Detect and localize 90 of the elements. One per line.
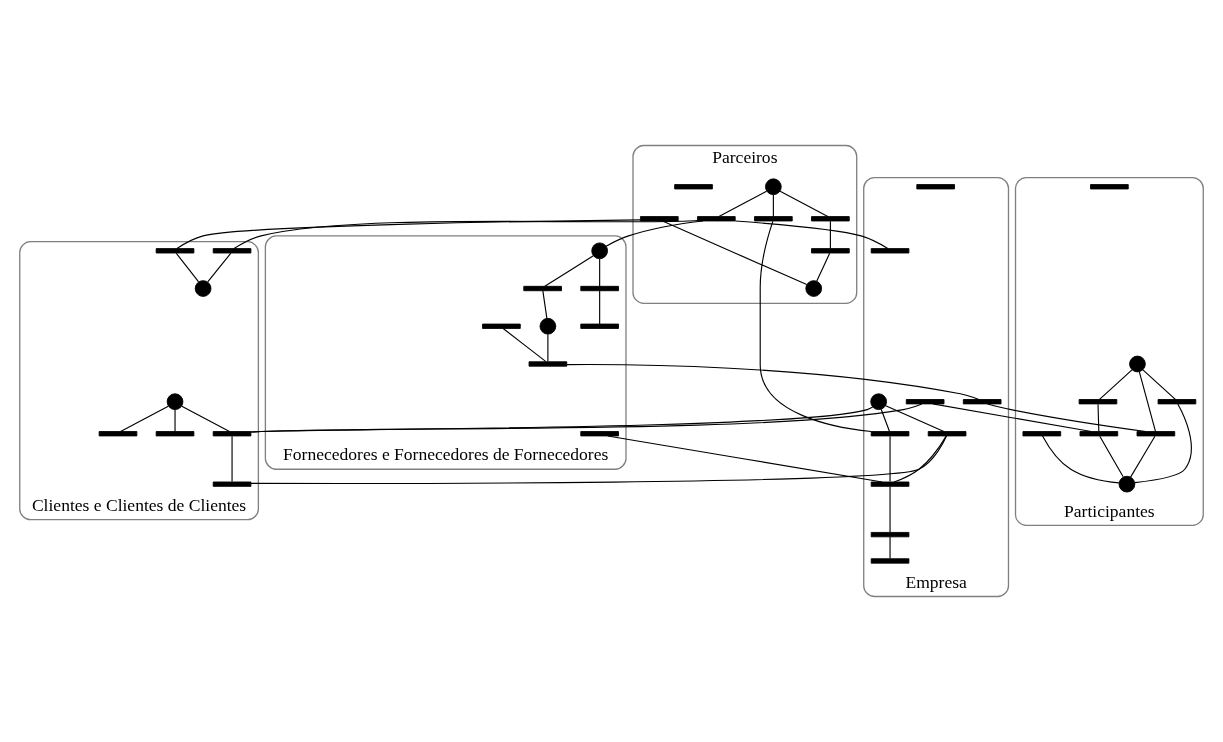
connector	[880, 408, 891, 432]
connector	[547, 333, 549, 363]
cluster: Participantes	[1014, 176, 1204, 527]
connector	[1142, 369, 1176, 400]
connector	[599, 290, 601, 325]
connector	[1138, 371, 1157, 432]
node-bar	[1022, 431, 1062, 437]
node-bar	[523, 285, 562, 292]
node-circle	[166, 393, 184, 411]
node-circle	[870, 393, 887, 411]
node-bar	[580, 323, 619, 329]
connector	[605, 220, 704, 247]
connector	[250, 403, 923, 433]
node-circle	[1129, 355, 1146, 373]
connector	[120, 405, 169, 433]
node-bar	[155, 248, 195, 254]
connector	[1134, 403, 1192, 484]
connector	[1041, 435, 1120, 484]
node-bar	[1136, 431, 1176, 437]
node-bar	[811, 248, 850, 254]
connector	[772, 194, 774, 218]
node-circle	[591, 242, 608, 260]
connector	[181, 405, 231, 433]
cluster: Empresa	[863, 176, 1010, 598]
connector	[829, 220, 831, 249]
node-bar	[870, 248, 910, 254]
connector	[734, 220, 889, 250]
node-bar	[870, 532, 910, 538]
connector	[174, 409, 176, 433]
connector	[566, 363, 980, 401]
node-bar	[1079, 431, 1119, 437]
connector	[779, 190, 829, 218]
cluster: Clientes e Clientes de Clientes	[19, 240, 260, 521]
node-bar	[811, 216, 850, 222]
node-bar	[927, 431, 967, 437]
connector	[233, 220, 698, 250]
node-circle	[194, 280, 212, 297]
node-bar	[697, 216, 736, 222]
connector	[607, 435, 883, 483]
node-bar	[1078, 399, 1118, 405]
node-bar	[1090, 184, 1129, 190]
connector	[599, 258, 601, 287]
node-bar	[580, 431, 619, 437]
connector	[885, 405, 945, 432]
node-bar	[98, 431, 138, 437]
node-bar	[212, 431, 252, 437]
node-circle	[1118, 475, 1136, 493]
node-bar	[905, 399, 945, 405]
node-bar	[580, 285, 619, 292]
connector	[889, 536, 891, 560]
connector	[1099, 435, 1124, 478]
connector	[1130, 435, 1156, 478]
connector	[542, 290, 548, 319]
connector	[502, 328, 547, 363]
node-bar	[754, 216, 793, 222]
node-bar	[916, 184, 955, 190]
connector	[932, 403, 1092, 433]
connector	[893, 435, 947, 483]
node-bar	[212, 481, 252, 487]
cluster: Parceiros	[632, 144, 858, 305]
node-bar	[870, 481, 910, 487]
node-circle	[539, 317, 557, 335]
node-bar	[870, 558, 910, 564]
node-bar	[155, 431, 195, 437]
node-bar	[212, 248, 252, 254]
node-circle	[765, 178, 782, 196]
node-bar	[528, 361, 568, 367]
connector	[207, 252, 232, 283]
connector	[718, 190, 768, 218]
node-bar	[962, 399, 1002, 405]
connector	[889, 486, 891, 533]
node-circle	[805, 280, 823, 297]
cluster: Fornecedores e Fornecedores de Fornecedores	[264, 235, 627, 470]
node-bar	[674, 184, 713, 190]
connector	[986, 403, 1147, 433]
node-bar	[640, 216, 679, 222]
connector	[1098, 369, 1133, 400]
connector	[231, 435, 233, 483]
connector	[661, 220, 808, 286]
connector	[176, 219, 641, 250]
connector	[250, 435, 948, 485]
node-bar	[870, 431, 910, 437]
connector	[759, 220, 872, 433]
node-bar	[482, 323, 521, 329]
connector	[544, 255, 594, 287]
node-bar	[1157, 399, 1197, 405]
connector	[175, 252, 200, 283]
connector	[889, 435, 891, 483]
connector	[816, 252, 831, 282]
connector	[1097, 403, 1100, 432]
